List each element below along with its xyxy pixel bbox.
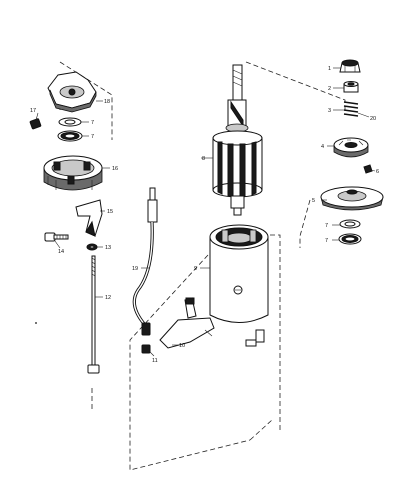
washer-7-right-top <box>339 219 361 229</box>
terminal-10 <box>159 297 215 349</box>
field-frame-9 <box>209 224 269 347</box>
callout-12: 12 <box>105 295 111 301</box>
callout-5: 5 <box>312 198 315 204</box>
callout-7d: 7 <box>325 238 328 244</box>
callout-11: 11 <box>152 358 158 364</box>
callout-1: 1 <box>328 66 331 72</box>
end-plate-18 <box>47 71 97 113</box>
callout-9: 9 <box>194 266 197 272</box>
nut-11 <box>141 344 151 354</box>
bracket-15 <box>75 199 103 237</box>
brush-holder-16 <box>43 155 103 191</box>
spacer-2 <box>343 81 359 93</box>
callout-18: 18 <box>104 99 110 105</box>
callout-7b: 7 <box>91 134 94 140</box>
screw-14 <box>44 232 69 242</box>
callout-4: 4 <box>321 144 324 150</box>
callout-labels: 1 2 3 20 4 6 5 7 7 18 17 7 7 16 15 14 13… <box>30 66 379 364</box>
washer-7-left-top <box>58 117 82 127</box>
through-bolt-12 <box>87 255 100 374</box>
callout-19: 19 <box>132 266 138 272</box>
nut-6 <box>363 164 373 174</box>
callout-10: 10 <box>179 343 185 349</box>
callout-3: 3 <box>328 108 331 114</box>
callout-6: 6 <box>376 169 379 175</box>
assembly-guide-lines <box>59 61 346 471</box>
spring-3 <box>343 101 359 117</box>
cable-19 <box>132 187 158 336</box>
callout-20: 20 <box>370 116 376 122</box>
callout-2: 2 <box>328 86 331 92</box>
stray-dot <box>35 322 37 324</box>
callout-7c: 7 <box>325 223 328 229</box>
nut-1 <box>339 59 361 73</box>
washer-13 <box>86 243 98 251</box>
callout-17: 17 <box>30 108 36 114</box>
drive-pinion-4 <box>333 137 369 158</box>
callout-14: 14 <box>58 249 64 255</box>
callout-8: 8 <box>202 156 205 162</box>
washer-7-right-bottom <box>338 233 362 245</box>
callout-16: 16 <box>112 166 118 172</box>
leader-lines <box>35 67 376 357</box>
armature-8 <box>212 64 263 216</box>
callout-15: 15 <box>107 209 113 215</box>
callout-7a: 7 <box>91 120 94 126</box>
washer-7-left-bottom <box>57 130 83 142</box>
nut-17 <box>29 118 42 130</box>
callout-13: 13 <box>105 245 111 251</box>
drive-end-plate-5 <box>320 186 384 211</box>
